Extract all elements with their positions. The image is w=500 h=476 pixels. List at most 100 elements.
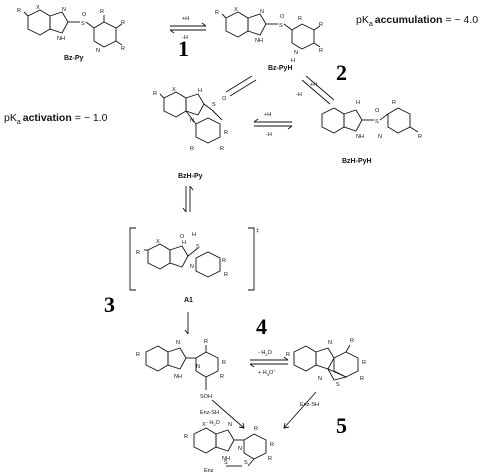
svg-text:R: R xyxy=(319,22,323,28)
svg-text:X: X xyxy=(36,5,40,11)
svg-text:N: N xyxy=(378,134,382,140)
svg-text:O: O xyxy=(180,234,185,240)
svg-text:-H: -H xyxy=(296,92,302,98)
svg-text:X: X xyxy=(172,87,176,93)
cond-enz-water: - H2O xyxy=(206,420,221,427)
svg-text:O: O xyxy=(280,14,285,20)
svg-text:H: H xyxy=(198,88,202,94)
svg-text:R: R xyxy=(418,134,422,140)
svg-text:-H: -H xyxy=(182,35,188,41)
svg-text:S: S xyxy=(336,382,340,388)
svg-text:N: N xyxy=(96,48,100,54)
svg-text:O: O xyxy=(222,96,227,102)
svg-text:N: N xyxy=(190,264,194,270)
svg-text:R: R xyxy=(136,250,140,256)
svg-text:N: N xyxy=(294,50,298,56)
svg-text:R: R xyxy=(17,8,21,14)
svg-text:R: R xyxy=(121,46,125,52)
molecule-sulfenamide: R N N S R R R xyxy=(286,338,366,388)
svg-text:R: R xyxy=(220,146,224,152)
svg-text:N: N xyxy=(62,7,66,13)
molecule-bzh-py: R X H S O N R R R BzH-Py xyxy=(153,87,228,180)
svg-text:R: R xyxy=(270,442,274,448)
svg-text:R: R xyxy=(362,360,366,366)
svg-text:R: R xyxy=(222,360,226,366)
svg-text:R: R xyxy=(190,146,194,152)
cond-minus-h2o: - H2O xyxy=(258,350,273,357)
svg-text:R: R xyxy=(121,20,125,26)
svg-text:H: H xyxy=(356,100,360,106)
svg-text:R: R xyxy=(319,48,323,54)
svg-text:S: S xyxy=(196,244,200,250)
molecule-bz-py: R X N NH S O R R R N Bz-Py xyxy=(17,5,125,62)
equilibrium-arrow-1: +H -H xyxy=(169,16,207,41)
equilibrium-arrow-upper-left xyxy=(225,75,257,97)
svg-text:NH: NH xyxy=(174,374,182,380)
step-label-2: 2 xyxy=(336,60,347,85)
step-label-4: 4 xyxy=(256,314,267,339)
svg-text:N: N xyxy=(328,340,332,346)
svg-text:N: N xyxy=(238,446,242,452)
label-bzh-pyh: BzH-PyH xyxy=(342,158,372,165)
svg-text:H: H xyxy=(192,232,196,238)
arrow-enz-right: Enz-SH xyxy=(283,391,319,429)
svg-text:N: N xyxy=(196,364,200,370)
svg-text:R: R xyxy=(298,16,302,22)
svg-text:R: R xyxy=(392,100,396,106)
svg-text:R: R xyxy=(215,10,219,16)
molecule-bzh-pyh: H NH S O R R N BzH-PyH xyxy=(321,100,422,165)
transition-state-a1: ‡ R X H H S O N R R A1 xyxy=(129,227,259,304)
svg-text:NH: NH xyxy=(255,38,263,44)
arrow-step-3 xyxy=(184,312,189,335)
svg-text:NH: NH xyxy=(57,36,65,42)
molecule-enzyme-disulfide: R X N NH N R R R S S Enz xyxy=(184,422,274,474)
label-bz-py: Bz-Py xyxy=(64,55,84,62)
svg-text:H: H xyxy=(291,58,295,64)
svg-text:N: N xyxy=(190,118,194,124)
svg-text:S: S xyxy=(81,21,85,27)
svg-text:R: R xyxy=(254,426,258,432)
svg-text:NH: NH xyxy=(222,456,230,462)
step-label-1: 1 xyxy=(178,36,189,61)
svg-text:+H: +H xyxy=(182,16,189,22)
svg-text:SOH: SOH xyxy=(200,394,212,400)
svg-text:N: N xyxy=(318,376,322,382)
svg-text:Enz-SH: Enz-SH xyxy=(300,402,319,408)
svg-text:-H: -H xyxy=(266,132,272,138)
label-a1: A1 xyxy=(184,297,193,304)
svg-text:‡: ‡ xyxy=(256,228,259,234)
svg-text:X: X xyxy=(156,239,160,245)
svg-text:R: R xyxy=(360,376,364,382)
cond-plus-h2o: + H3O+ xyxy=(258,368,276,377)
label-bz-pyh: Bz-PyH xyxy=(268,65,293,72)
molecule-sulfenic-acid: R N NH N R R R SOH xyxy=(136,339,226,400)
step-label-3: 3 xyxy=(104,292,115,317)
svg-text:R: R xyxy=(100,9,104,15)
svg-text:R: R xyxy=(220,374,224,380)
svg-text:N: N xyxy=(176,340,180,346)
svg-text:R: R xyxy=(153,91,157,97)
svg-text:R: R xyxy=(350,338,354,344)
svg-text:R: R xyxy=(204,339,208,345)
svg-text:Enz-SH: Enz-SH xyxy=(200,410,219,416)
svg-text:R: R xyxy=(268,456,272,462)
svg-text:O: O xyxy=(375,108,380,114)
svg-text:N: N xyxy=(228,422,232,428)
svg-text:N: N xyxy=(260,9,264,15)
svg-text:S: S xyxy=(244,460,248,466)
svg-text:R: R xyxy=(224,130,228,136)
svg-text:S: S xyxy=(279,23,283,29)
svg-text:R: R xyxy=(184,434,188,440)
svg-text:S: S xyxy=(224,460,228,466)
label-enz-s: Enz xyxy=(204,468,214,474)
arrow-enz-left: Enz-SH - H2O xyxy=(200,399,245,429)
molecule-bz-pyh: R X N NH S O R R R N H Bz-PyH xyxy=(215,7,323,72)
svg-text:R: R xyxy=(222,258,226,264)
svg-text:NH: NH xyxy=(356,134,364,140)
svg-text:R: R xyxy=(286,352,290,358)
equilibrium-arrow-2: +H -H xyxy=(296,75,335,105)
svg-text:S: S xyxy=(212,102,216,108)
svg-text:X: X xyxy=(202,422,206,428)
